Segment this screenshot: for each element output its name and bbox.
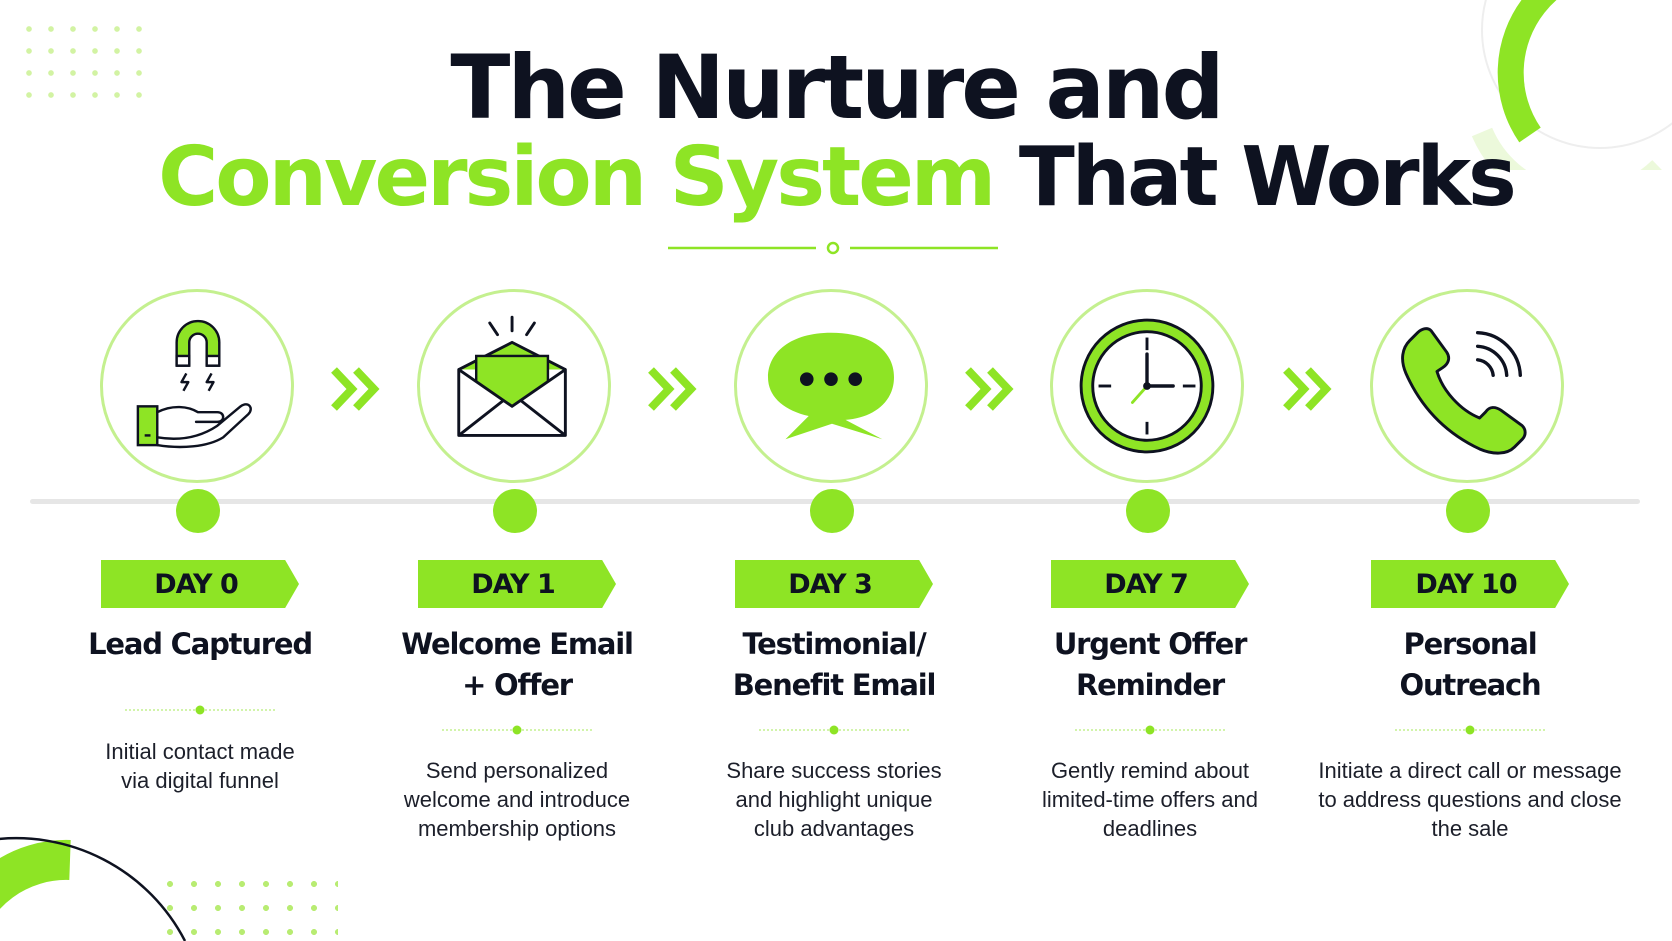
step-day-0: DAY 0 Lead Captured Initial contact made… xyxy=(40,0,360,941)
phone-icon xyxy=(1401,327,1527,455)
step-separator xyxy=(1395,725,1545,735)
step-icon-circle xyxy=(734,289,928,483)
step-description: Share success stories and highlight uniq… xyxy=(726,758,942,841)
chevron-right-icon xyxy=(1283,367,1332,411)
clock-icon xyxy=(1079,318,1215,454)
timeline-node xyxy=(493,489,537,533)
step-day-7: DAY 7 Urgent Offer Reminder Gently remin… xyxy=(990,0,1310,941)
step-icon-circle xyxy=(1370,289,1564,483)
day-tag: DAY 3 xyxy=(735,560,933,608)
step-separator xyxy=(125,705,275,715)
chat-bubble-icon xyxy=(768,332,894,440)
step-title: Urgent Offer Reminder xyxy=(1053,627,1248,702)
decorative-dots-top-left xyxy=(18,18,146,106)
timeline-node xyxy=(1126,489,1170,533)
decorative-dots-bottom-left xyxy=(158,872,338,941)
timeline-node xyxy=(176,489,220,533)
step-title: Welcome Email + Offer xyxy=(401,627,634,702)
step-icon-circle xyxy=(1050,289,1244,483)
chevron-right-icon xyxy=(648,367,697,411)
title-highlight-text: Conversion System xyxy=(158,130,996,225)
page-title-line-2: Conversion System That Works xyxy=(0,130,1672,225)
chevron-right-icon xyxy=(331,367,380,411)
step-description: Gently remind about limited-time offers … xyxy=(1041,758,1258,841)
step-description: Initiate a direct call or message to add… xyxy=(1318,758,1622,841)
decorative-ring-top-right xyxy=(1471,0,1672,170)
step-icon-circle xyxy=(417,289,611,483)
timeline-node xyxy=(1446,489,1490,533)
magnet-hand-icon xyxy=(136,319,252,449)
day-tag: DAY 0 xyxy=(101,560,299,608)
page-title-line-1: The Nurture and xyxy=(0,36,1672,139)
step-separator xyxy=(759,725,909,735)
title-line-1-text: The Nurture and xyxy=(450,36,1224,139)
step-description: Initial contact made via digital funnel xyxy=(105,739,295,793)
step-title: Testimonial/ Benefit Email xyxy=(732,627,937,702)
step-icon-circle xyxy=(100,289,294,483)
day-tag: DAY 1 xyxy=(418,560,616,608)
envelope-icon xyxy=(457,315,567,437)
title-rest-text: That Works xyxy=(1018,130,1517,225)
step-separator xyxy=(442,725,592,735)
chevron-right-icon xyxy=(965,367,1014,411)
step-title: Personal Outreach xyxy=(1399,627,1542,702)
step-description: Send personalized welcome and introduce … xyxy=(403,758,631,841)
step-day-1: DAY 1 Welcome Email + Offer Send persona… xyxy=(357,0,677,941)
title-divider xyxy=(668,241,998,255)
step-day-3: DAY 3 Testimonial/ Benefit Email Share s… xyxy=(674,0,994,941)
day-tag: DAY 7 xyxy=(1051,560,1249,608)
step-separator xyxy=(1075,725,1225,735)
step-title: Lead Captured xyxy=(88,627,313,661)
day-tag: DAY 10 xyxy=(1371,560,1569,608)
step-day-10: DAY 10 Personal Outreach Initiate a dire… xyxy=(1310,0,1630,941)
timeline-node xyxy=(810,489,854,533)
